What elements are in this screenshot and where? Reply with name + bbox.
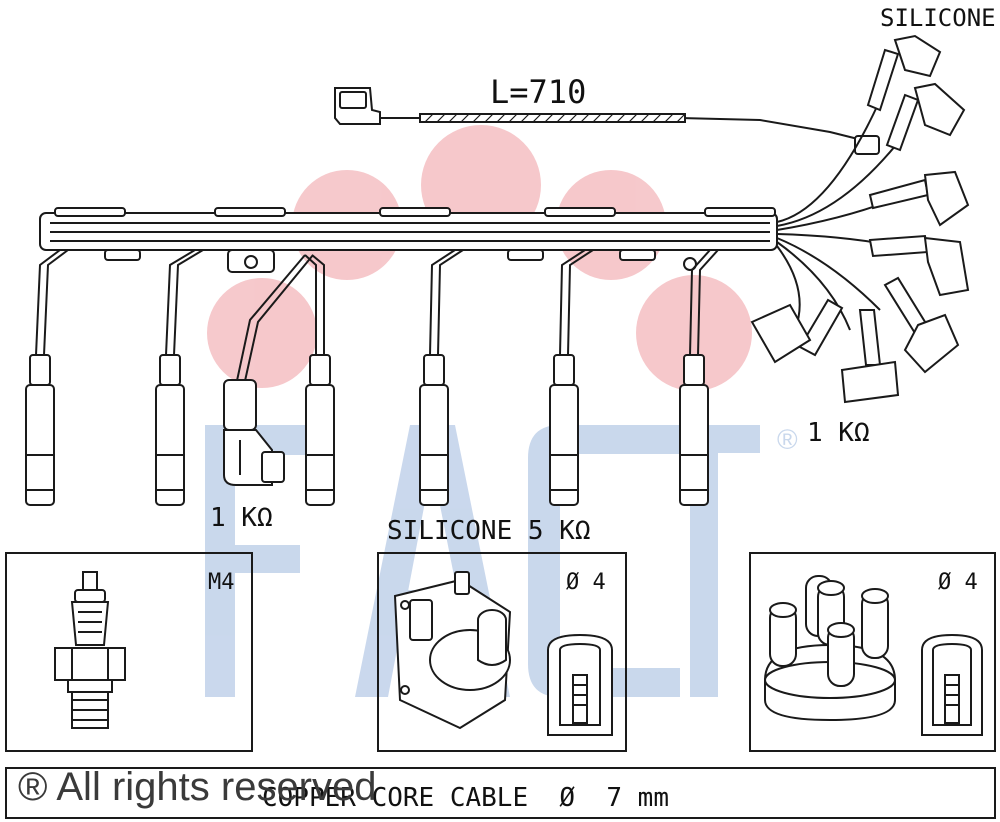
cable-rail (39, 207, 778, 273)
distributor-boot-4 (868, 234, 970, 297)
resistance-label-left: 1 KΩ (210, 503, 273, 533)
plug-lead-3 (223, 254, 314, 486)
distributor-boot-5 (883, 276, 960, 374)
watermark-circles (207, 125, 752, 391)
distributor-cap-detail: Ø 4 (749, 552, 996, 752)
distributor-cap-icon (764, 575, 896, 722)
cap-diameter-label: Ø 4 (938, 570, 978, 595)
distributor-boot-6 (840, 309, 900, 404)
silicone-label: SILICONE (880, 4, 996, 32)
length-label: L=710 (490, 73, 586, 111)
coil-lead (334, 87, 880, 155)
ignition-coil-icon (393, 571, 512, 730)
cable-spec-label: COPPER CORE CABLE Ø 7 mm (262, 783, 669, 813)
rights-watermark: ® All rights reserved (18, 765, 377, 809)
silicone-5k-label: SILICONE 5 KΩ (387, 516, 591, 546)
resistance-label-right: 1 KΩ (807, 418, 870, 448)
spark-plug-detail: M4 (5, 552, 253, 752)
spark-plug-icon (54, 571, 126, 729)
distributor-boot-7 (750, 298, 844, 364)
plug-lead-2 (155, 249, 204, 506)
distributor-boot-2 (885, 82, 966, 152)
facet-watermark: ® (205, 125, 798, 697)
plug-lead-1 (25, 249, 69, 506)
ignition-coil-detail: Ø 4 (377, 552, 627, 752)
coil-socket-icon (547, 633, 613, 736)
coil-diameter-label: Ø 4 (566, 570, 606, 595)
distributor-boot-1 (866, 34, 942, 112)
thread-size-label: M4 (208, 570, 235, 595)
distributor-leads (750, 34, 970, 404)
cap-socket-icon (921, 633, 983, 736)
plug-lead-5 (419, 249, 464, 506)
plug-lead-4 (304, 254, 335, 506)
plug-lead-7 (679, 249, 719, 506)
registered-mark: ® (777, 424, 798, 455)
plug-leads (25, 249, 719, 506)
plug-lead-6 (549, 249, 594, 506)
cable-spec-bar: COPPER CORE CABLE Ø 7 mm ® All rights re… (5, 765, 996, 819)
distributor-boot-3 (868, 170, 970, 227)
